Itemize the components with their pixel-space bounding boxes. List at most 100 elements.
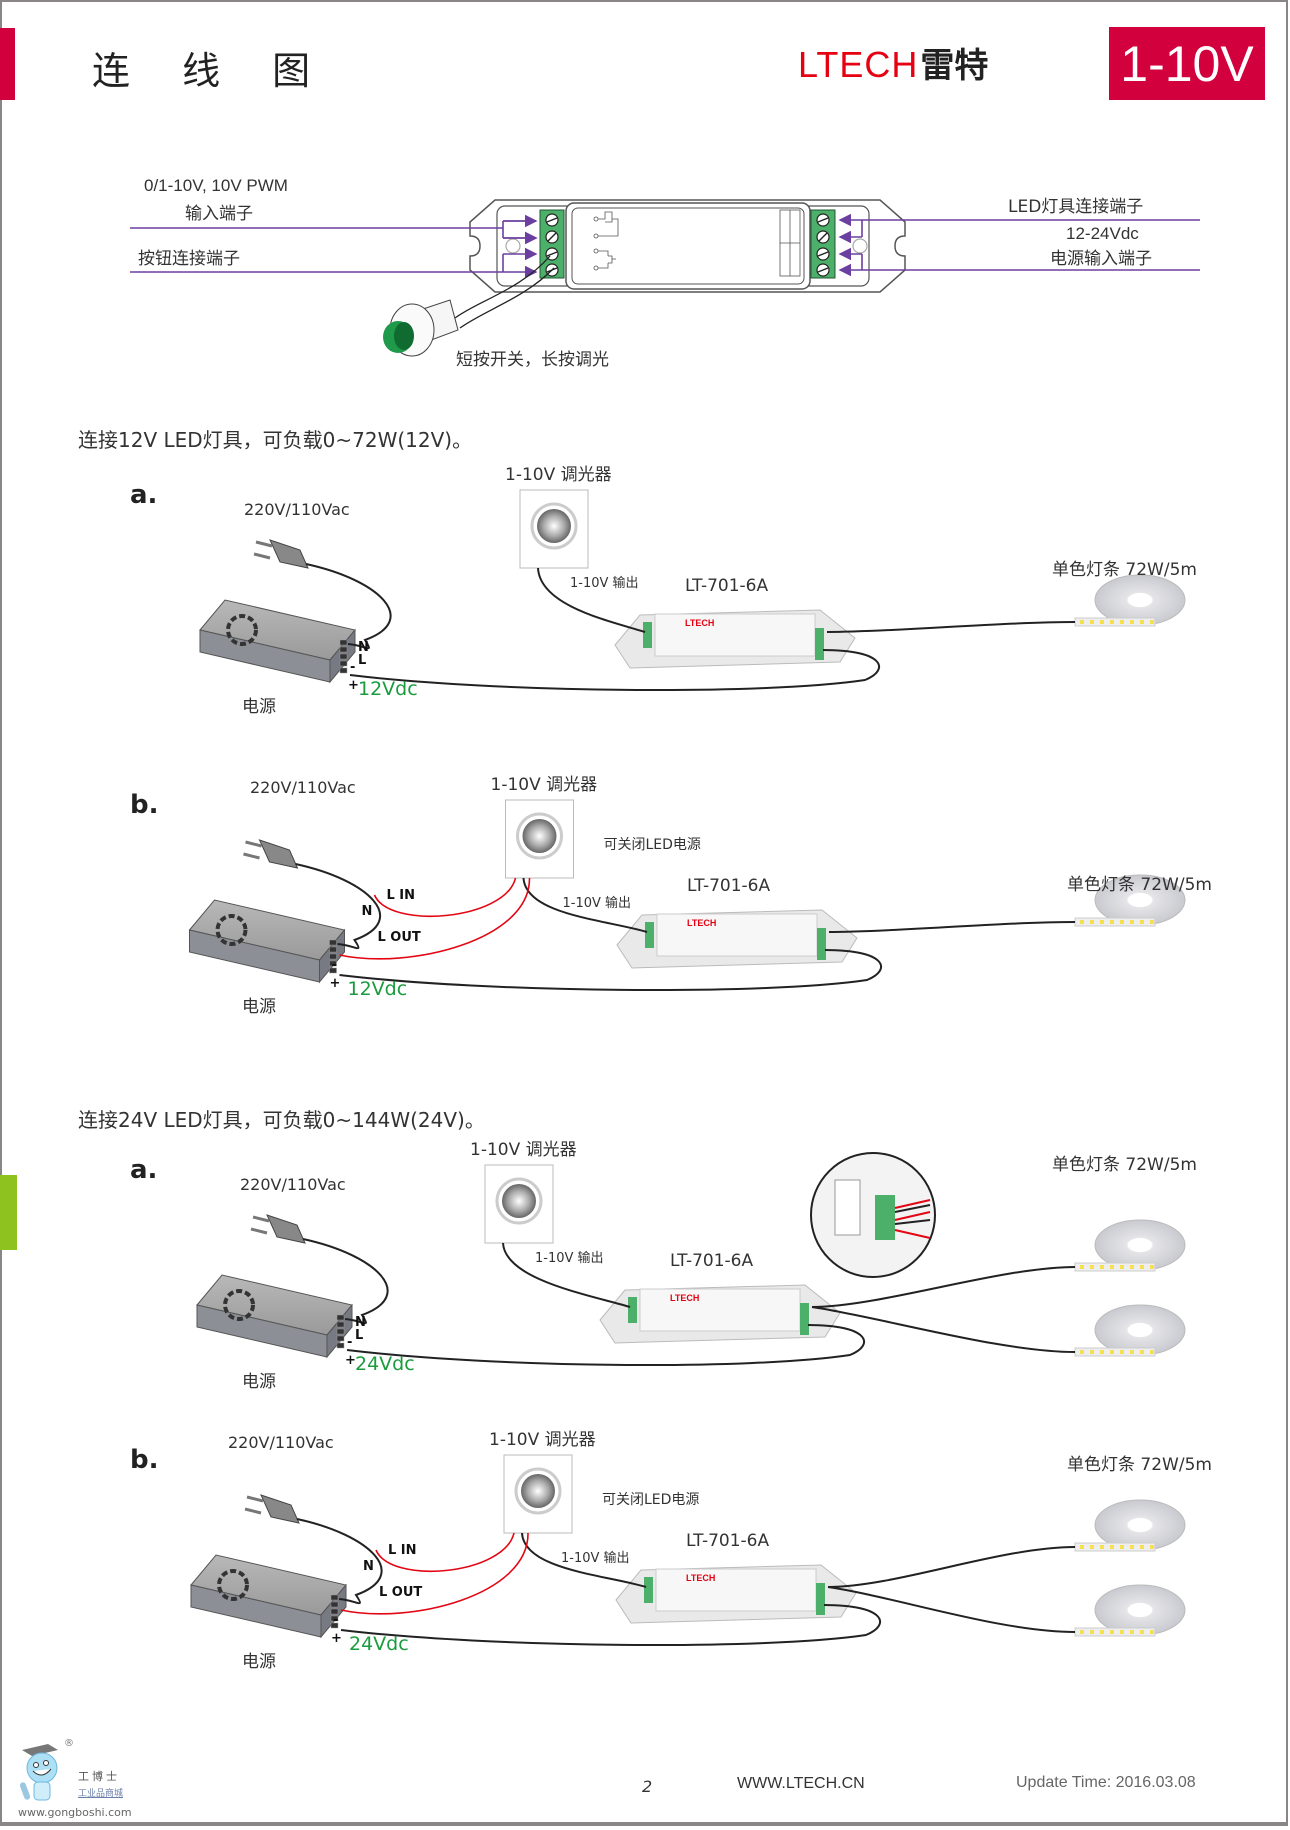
led-controller-unit: LTECH xyxy=(615,1564,857,1624)
diagram-24v-b-dc-voltage-label: 24Vdc xyxy=(349,1633,409,1655)
dc-power-cable xyxy=(346,1324,866,1367)
diagram-24v-b-psu-label: 电源 xyxy=(242,1652,276,1672)
diagram-24v-b-dimmer-output-label: 1-10V 输出 xyxy=(561,1551,630,1566)
website-link[interactable]: WWW.LTECH.CN xyxy=(737,1775,865,1792)
button-caption: 短按开关，长按调光 xyxy=(456,350,609,370)
diagram-12v-b-terminal-l-out: L OUT xyxy=(377,930,421,945)
diagram-12v-a-psu-label: 电源 xyxy=(242,697,276,717)
header-accent-tab xyxy=(0,28,15,100)
diagram-24v-a-dimmer-label: 1-10V 调光器 xyxy=(470,1140,577,1160)
diagram-24v-a-terminal-plus: + xyxy=(345,1353,356,1368)
led-strip-reel xyxy=(1074,1304,1186,1357)
svg-text:LTECH: LTECH xyxy=(670,1293,699,1303)
section-24v-heading: 连接24V LED灯具，可负载0~144W(24V)。 xyxy=(78,1108,485,1132)
push-button-illustration xyxy=(383,255,555,357)
led-controller-unit: LTECH xyxy=(614,609,856,669)
diagram-12v-a-model-label: LT-701-6A xyxy=(685,576,769,596)
power-supply-unit xyxy=(188,899,346,984)
dimmer-panel xyxy=(484,1164,554,1244)
diagram-12v-b-strip-label: 单色灯条 72W/5m xyxy=(1067,875,1212,895)
diagram-12v-a-terminal-minus: - xyxy=(350,660,356,675)
led-strip-cable xyxy=(811,1306,1076,1353)
controller-top-view xyxy=(469,199,906,293)
wiring-diagram-12v-b: LTECH xyxy=(188,799,1186,992)
led-strip-cable xyxy=(826,621,1076,633)
dimmer-output-cable xyxy=(537,567,646,633)
power-supply-unit xyxy=(196,1274,353,1359)
watermark-url: www.gongboshi.com xyxy=(18,1806,132,1819)
led-strip-cable xyxy=(828,921,1076,933)
diagram-12v-a-strip-label: 单色灯条 72W/5m xyxy=(1052,560,1197,580)
diagram-12v-a-ac-label: 220V/110Vac xyxy=(244,500,350,519)
led-strip-reel xyxy=(1074,1219,1186,1272)
ac-cable xyxy=(305,563,392,650)
input-terminal-label-line2: 输入端子 xyxy=(185,204,253,224)
watermark-tagline: 工业品商城 xyxy=(78,1789,124,1799)
diagram-24v-a-terminal-l: L xyxy=(355,1328,364,1343)
diagram-24v-b-ac-label: 220V/110Vac xyxy=(228,1433,334,1452)
registered-mark: ® xyxy=(64,1738,74,1749)
page-title: 连 线 图 xyxy=(92,49,331,93)
update-time: Update Time: 2016.03.08 xyxy=(1016,1774,1196,1791)
wiring-diagram-24v-a: LTECH xyxy=(196,1152,1186,1367)
diagram-12v-b-letter: b. xyxy=(130,790,159,820)
brand-name-en: LTECH xyxy=(798,44,919,85)
led-terminal-label: LED灯具连接端子 xyxy=(1008,197,1144,217)
power-supply-unit xyxy=(190,1554,347,1639)
terminal-zoom-inset xyxy=(810,1152,936,1278)
ac-cable xyxy=(296,1518,383,1605)
diagram-24v-b-strip-label: 单色灯条 72W/5m xyxy=(1067,1455,1212,1475)
product-type-badge: 1-10V xyxy=(1109,27,1265,100)
diagram-12v-b-ac-label: 220V/110Vac xyxy=(250,778,356,797)
diagram-24v-b-terminal-minus: - xyxy=(333,1613,339,1628)
diagram-24v-b-model-label: LT-701-6A xyxy=(686,1531,770,1551)
l-out-wire xyxy=(340,1532,529,1615)
diagram-24v-b-letter: b. xyxy=(130,1445,159,1475)
diagram-24v-a-psu-label: 电源 xyxy=(242,1372,276,1392)
side-accent-tab xyxy=(0,1175,17,1250)
diagram-24v-a-dimmer-output-label: 1-10V 输出 xyxy=(535,1251,604,1266)
input-terminal-label-line1: 0/1-10V, 10V PWM xyxy=(144,176,288,195)
led-strip-cable xyxy=(811,1266,1076,1308)
diagram-12v-a-dimmer-label: 1-10V 调光器 xyxy=(505,465,612,485)
diagram-12v-b-dc-voltage-label: 12Vdc xyxy=(347,978,408,1000)
diagram-12v-b-dimmer-label: 1-10V 调光器 xyxy=(490,775,598,795)
ac-cable xyxy=(302,1238,389,1325)
dc-power-cable xyxy=(340,1604,882,1647)
diagram-12v-b-terminal-n: N xyxy=(361,904,373,919)
brand-name-cn: 雷特 xyxy=(920,46,989,86)
dimmer-panel xyxy=(505,799,574,879)
diagram-12v-a-terminal-plus: + xyxy=(348,678,359,693)
svg-text:LTECH: LTECH xyxy=(687,918,716,928)
svg-text:LTECH: LTECH xyxy=(686,1573,715,1583)
led-controller-unit: LTECH xyxy=(616,909,858,969)
diagram-12v-b-terminal-plus: + xyxy=(329,976,341,991)
led-strip-reel xyxy=(1074,1499,1186,1552)
diagram-12v-b-terminal-l-in: L IN xyxy=(386,888,416,903)
wiring-diagram-12v-a: LTECH xyxy=(199,489,1186,692)
watermark-mascot-icon xyxy=(19,1744,58,1801)
diagram-12v-a-dc-voltage-label: 12Vdc xyxy=(358,678,418,700)
diagram-12v-a-terminal-l: L xyxy=(358,653,367,668)
l-in-wire xyxy=(375,1532,515,1573)
diagram-24v-a-ac-label: 220V/110Vac xyxy=(240,1175,346,1194)
ac-plug-icon xyxy=(243,839,299,869)
dimmer-output-cable xyxy=(502,1242,631,1308)
power-supply-unit xyxy=(199,599,356,684)
diagram-24v-b-terminal-plus: + xyxy=(331,1631,342,1646)
diagram-24v-b-dimmer-label: 1-10V 调光器 xyxy=(489,1430,596,1450)
diagram-24v-a-letter: a. xyxy=(130,1155,158,1185)
diagram-12v-b-dimmer-output-label: 1-10V 输出 xyxy=(562,896,632,911)
diagram-12v-b-dimmer-note: 可关闭LED电源 xyxy=(603,837,701,853)
ac-plug-icon xyxy=(244,1494,300,1524)
diagram-12v-b-psu-label: 电源 xyxy=(242,997,276,1017)
led-strip-cable xyxy=(827,1546,1076,1588)
wiring-diagram-24v-b: LTECH xyxy=(190,1454,1186,1647)
power-terminal-label-line2: 电源输入端子 xyxy=(1050,249,1152,269)
diagram-24v-a-strip-label: 单色灯条 72W/5m xyxy=(1052,1155,1197,1175)
led-strip-cable xyxy=(827,1586,1076,1633)
led-strip-reel xyxy=(1074,574,1186,627)
svg-text:LTECH: LTECH xyxy=(685,618,714,628)
